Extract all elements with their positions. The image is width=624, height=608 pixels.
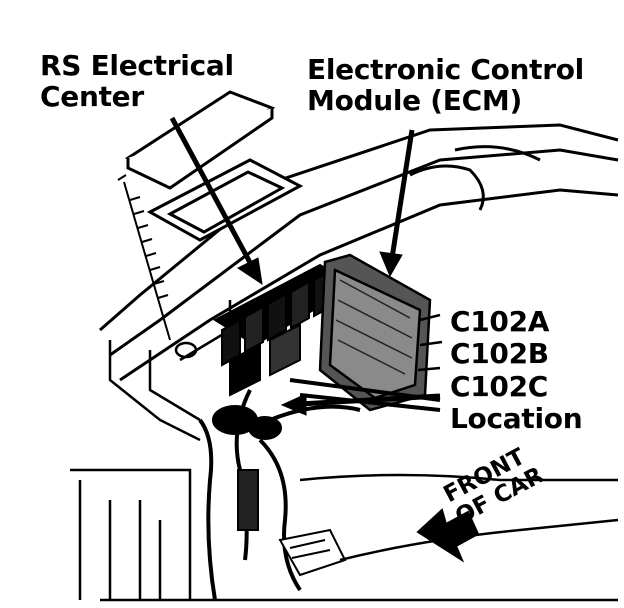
connector-cluster bbox=[212, 405, 347, 577]
housing-base bbox=[70, 300, 232, 600]
ecm-module bbox=[318, 253, 443, 412]
rs-electrical-center-line-2: Center bbox=[40, 80, 144, 114]
connector-c102c: C102C bbox=[450, 369, 549, 403]
rs-electrical-center-line-1: RS Electrical bbox=[40, 49, 234, 82]
fender-apron bbox=[100, 473, 619, 602]
connector-location-word: Location bbox=[450, 402, 583, 436]
ecm-label: Electronic Control Module (ECM) bbox=[307, 54, 584, 117]
cowl-panel bbox=[99, 123, 619, 382]
relay-block bbox=[212, 263, 357, 397]
connector-location-label: C102A C102B C102C Location bbox=[450, 305, 583, 436]
connector-c102a: C102A bbox=[450, 305, 550, 338]
electrical-center-cover bbox=[124, 90, 304, 242]
connector-c102b: C102B bbox=[450, 337, 549, 371]
ecm-label-line-1: Electronic Control bbox=[307, 53, 584, 86]
ecm-label-line-2: Module (ECM) bbox=[307, 84, 522, 118]
rs-electrical-center-label: RS Electrical Center bbox=[40, 50, 234, 113]
front-direction-arrow bbox=[416, 508, 480, 563]
pointer-arrows bbox=[169, 116, 441, 416]
mounting-screw bbox=[117, 174, 171, 341]
